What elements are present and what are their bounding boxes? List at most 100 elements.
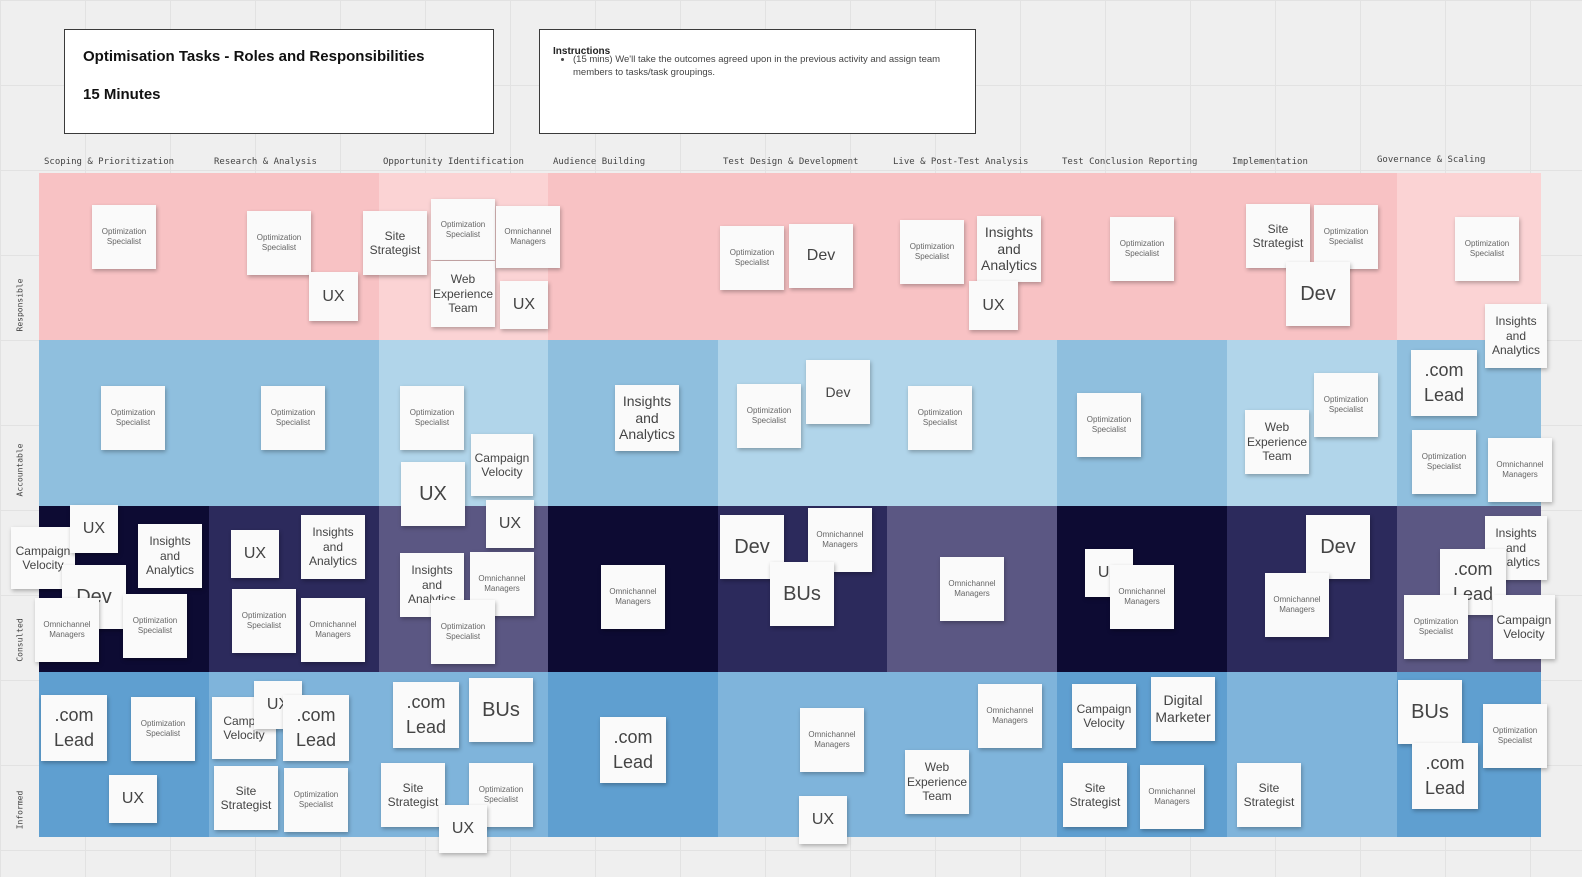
sticky-note[interactable]: Campaign Velocity: [11, 527, 75, 589]
column-header-test-design: Test Design & Development: [723, 157, 859, 167]
row-header-consulted: Consulted: [15, 618, 25, 662]
sticky-note[interactable]: Optimization Specialist: [1110, 217, 1174, 281]
sticky-note[interactable]: Optimization Specialist: [431, 199, 495, 260]
sticky-note[interactable]: .com Lead: [1412, 743, 1478, 809]
sticky-note[interactable]: Optimization Specialist: [1483, 704, 1547, 768]
sticky-note[interactable]: Optimization Specialist: [1314, 373, 1378, 437]
sticky-note[interactable]: Site Strategist: [381, 763, 445, 827]
sticky-note[interactable]: Omnichannel Managers: [1488, 438, 1552, 502]
sticky-note[interactable]: Omnichannel Managers: [1110, 565, 1174, 629]
sticky-note[interactable]: Web Experience Team: [1245, 410, 1309, 474]
sticky-note[interactable]: Omnichannel Managers: [35, 598, 99, 662]
sticky-note[interactable]: UX: [500, 281, 548, 329]
sticky-note[interactable]: Web Experience Team: [905, 750, 969, 814]
sticky-note[interactable]: Site Strategist: [1237, 763, 1301, 827]
sticky-note[interactable]: Optimization Specialist: [232, 589, 296, 653]
instructions-item: (15 mins) We'll take the outcomes agreed…: [573, 54, 968, 79]
sticky-note[interactable]: UX: [309, 272, 358, 321]
sticky-note[interactable]: Dev: [789, 224, 853, 288]
sticky-note[interactable]: BUs: [1398, 680, 1462, 744]
title-card[interactable]: Optimisation Tasks - Roles and Responsib…: [64, 29, 494, 134]
sticky-note[interactable]: .com Lead: [600, 717, 666, 783]
sticky-note[interactable]: Insights and Analytics: [138, 524, 202, 588]
sticky-note[interactable]: Omnichannel Managers: [940, 557, 1004, 621]
sticky-note[interactable]: Optimization Specialist: [261, 386, 325, 450]
sticky-note[interactable]: Optimization Specialist: [1314, 205, 1378, 269]
sticky-note[interactable]: Optimization Specialist: [123, 594, 187, 658]
sticky-note[interactable]: Omnichannel Managers: [808, 508, 872, 572]
sticky-note[interactable]: Optimization Specialist: [1077, 393, 1141, 457]
sticky-note[interactable]: BUs: [770, 562, 834, 626]
sticky-note[interactable]: Optimization Specialist: [400, 386, 464, 450]
sticky-note[interactable]: UX: [486, 500, 534, 548]
sticky-note[interactable]: Campaign Velocity: [1072, 684, 1136, 748]
sticky-note[interactable]: Insights and Analytics: [301, 515, 365, 579]
sticky-note[interactable]: Omnichannel Managers: [496, 206, 560, 268]
sticky-note[interactable]: Optimization Specialist: [284, 768, 348, 832]
board-duration: 15 Minutes: [83, 86, 161, 103]
sticky-note[interactable]: Optimization Specialist: [908, 386, 972, 450]
sticky-note[interactable]: Omnichannel Managers: [601, 565, 665, 629]
sticky-note[interactable]: UX: [799, 796, 847, 844]
sticky-note[interactable]: Omnichannel Managers: [470, 552, 534, 616]
sticky-note[interactable]: Omnichannel Managers: [1140, 765, 1204, 829]
sticky-note[interactable]: Digital Marketer: [1151, 677, 1215, 741]
board-title: Optimisation Tasks - Roles and Responsib…: [83, 48, 425, 65]
instructions-list: (15 mins) We'll take the outcomes agreed…: [553, 54, 968, 79]
sticky-note[interactable]: Optimization Specialist: [720, 226, 784, 290]
sticky-note[interactable]: Insights and Analytics: [615, 385, 679, 451]
column-header-live-analysis: Live & Post-Test Analysis: [893, 157, 1029, 167]
instructions-card[interactable]: Instructions (15 mins) We'll take the ou…: [539, 29, 976, 134]
column-header-implementation: Implementation: [1232, 157, 1308, 167]
row-header-responsible: Responsible: [15, 278, 25, 332]
sticky-note[interactable]: Web Experience Team: [431, 261, 495, 327]
sticky-note[interactable]: Dev: [1286, 262, 1350, 326]
sticky-note[interactable]: Site Strategist: [214, 766, 278, 830]
sticky-note[interactable]: Insights and Analytics: [1485, 516, 1547, 580]
sticky-note[interactable]: Dev: [806, 360, 870, 424]
sticky-note[interactable]: UX: [70, 505, 118, 553]
column-header-research: Research & Analysis: [214, 157, 317, 167]
sticky-note[interactable]: BUs: [469, 678, 533, 742]
sticky-note[interactable]: Campaign Velocity: [471, 434, 533, 496]
row-header-accountable: Accountable: [15, 443, 25, 497]
sticky-note[interactable]: Omnichannel Managers: [800, 708, 864, 772]
sticky-note[interactable]: .com Lead: [283, 695, 349, 761]
sticky-note[interactable]: UX: [231, 530, 279, 578]
column-header-governance: Governance & Scaling: [1377, 155, 1486, 165]
matrix-cell-responsible: [548, 173, 718, 340]
sticky-note[interactable]: Optimization Specialist: [1412, 430, 1476, 494]
sticky-note[interactable]: Optimization Specialist: [431, 600, 495, 664]
sticky-note[interactable]: Omnichannel Managers: [301, 598, 365, 662]
column-header-audience: Audience Building: [553, 157, 646, 167]
sticky-note[interactable]: Optimization Specialist: [131, 697, 195, 761]
sticky-note[interactable]: Campaign Velocity: [1493, 595, 1555, 659]
column-header-opportunity: Opportunity Identification: [383, 157, 524, 167]
column-header-conclusion: Test Conclusion Reporting: [1062, 157, 1198, 167]
sticky-note[interactable]: Site Strategist: [363, 211, 427, 275]
sticky-note[interactable]: Insights and Analytics: [977, 216, 1041, 282]
sticky-note[interactable]: .com Lead: [1411, 350, 1477, 416]
sticky-note[interactable]: Omnichannel Managers: [1265, 573, 1329, 637]
column-header-scoping: Scoping & Prioritization: [44, 157, 175, 167]
sticky-note[interactable]: Optimization Specialist: [92, 205, 156, 269]
sticky-note[interactable]: Dev: [1306, 515, 1370, 579]
sticky-note[interactable]: Optimization Specialist: [101, 386, 165, 450]
sticky-note[interactable]: UX: [439, 805, 487, 853]
sticky-note[interactable]: UX: [109, 775, 157, 823]
sticky-note[interactable]: .com Lead: [41, 695, 107, 761]
sticky-note[interactable]: Optimization Specialist: [1404, 595, 1468, 659]
sticky-note[interactable]: Optimization Specialist: [1455, 217, 1519, 281]
sticky-note[interactable]: Site Strategist: [1063, 763, 1127, 827]
sticky-note[interactable]: UX: [969, 281, 1018, 330]
sticky-note[interactable]: Insights and Analytics: [1485, 304, 1547, 368]
sticky-note[interactable]: Optimization Specialist: [737, 384, 801, 448]
instructions-heading: Instructions: [553, 46, 611, 57]
row-header-informed: Informed: [15, 790, 25, 830]
sticky-note[interactable]: Optimization Specialist: [900, 220, 964, 284]
sticky-note[interactable]: UX: [401, 462, 465, 526]
sticky-note[interactable]: Site Strategist: [1246, 204, 1310, 268]
sticky-note[interactable]: Omnichannel Managers: [978, 684, 1042, 748]
sticky-note[interactable]: Optimization Specialist: [247, 211, 311, 275]
sticky-note[interactable]: .com Lead: [393, 682, 459, 748]
